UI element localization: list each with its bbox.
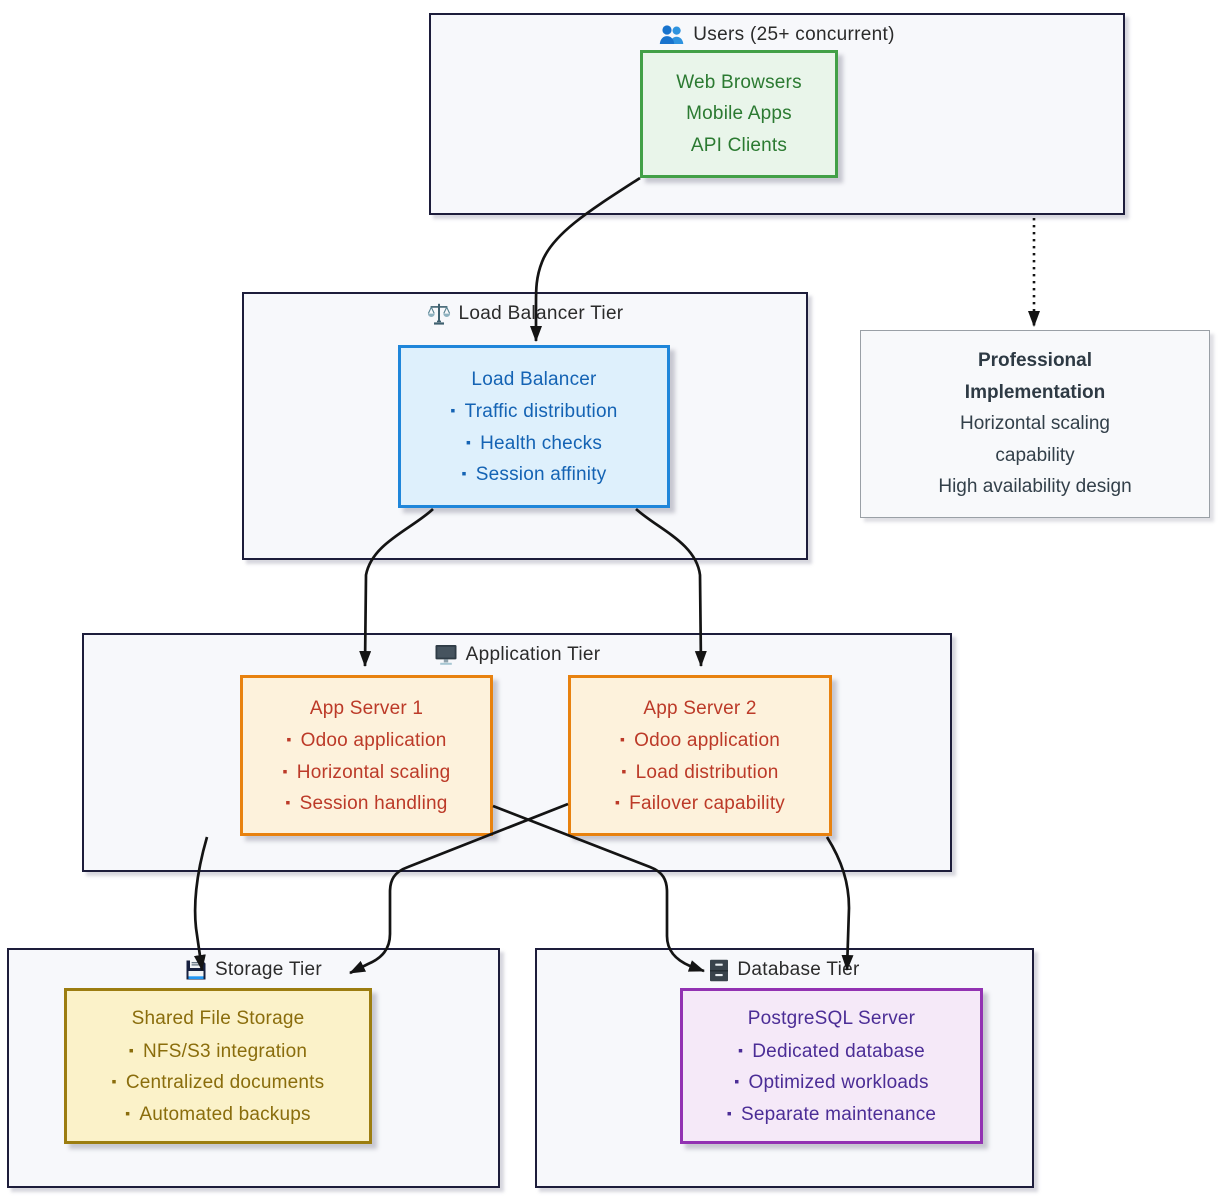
storage-tier-label: Storage Tier [214, 959, 323, 980]
app-server-1-node: App Server 1 ▪Odoo application ▪Horizont… [240, 675, 493, 836]
note-line-1: Professional [977, 350, 1093, 372]
application-tier-title: Application Tier [84, 642, 950, 668]
app-server-2-bullet-1-text: Odoo application [634, 730, 780, 751]
storage-bullet-2: ▪ Centralized documents [67, 1066, 369, 1098]
load-balancer-tier-title: Load Balancer Tier [244, 301, 806, 327]
db-bullet-2-text: Optimized workloads [748, 1072, 929, 1093]
db-bullet-2: ▪ Optimized workloads [683, 1066, 980, 1098]
app-server-1-title: App Server 1 [309, 697, 424, 719]
app-server-1-bullet-2-text: Horizontal scaling [296, 761, 451, 783]
load-balancer-node-title: Load Balancer [471, 368, 597, 390]
app-server-2-bullet-1: ▪ Odoo application [571, 724, 829, 756]
floppy-disk-icon [186, 960, 206, 980]
postgresql-server-node: PostgreSQL Server ▪Dedicated database ▪O… [680, 988, 983, 1144]
clients-line-1: Web Browsers [676, 71, 802, 93]
app-server-2-bullet-2-text: Load distribution [635, 761, 779, 783]
clients-line-2: Mobile Apps [686, 103, 792, 125]
load-balancer-tier-label: Load Balancer Tier [458, 303, 624, 324]
bullet-marker: ▪ [128, 1041, 135, 1058]
app-server-2-bullet-3-text: Failover capability [629, 793, 786, 814]
app-server-1-bullet-3: ▪ Session handling [243, 787, 490, 819]
app-server-2-bullet-2: ▪ Load distribution [571, 756, 829, 788]
bullet-marker: ▪ [734, 1073, 740, 1089]
bullet-marker: ▪ [285, 794, 291, 810]
bullet-marker: ▪ [461, 465, 467, 481]
bullet-marker: ▪ [125, 1104, 131, 1121]
bullet-marker: ▪ [726, 1104, 732, 1121]
clients-line-3: API Clients [690, 134, 788, 156]
application-tier-label: Application Tier [465, 644, 601, 665]
bullet-marker: ▪ [450, 402, 456, 418]
clients-node: Web Browsers Mobile Apps API Clients [640, 50, 838, 178]
shared-file-storage-node: Shared File Storage ▪NFS/S3 integration … [64, 988, 372, 1144]
load-balancer-bullet-2: ▪ Health checks [401, 427, 667, 459]
bullet-marker: ▪ [614, 794, 621, 810]
users-icon [660, 25, 684, 44]
note-line-3: Horizontal scaling [960, 413, 1110, 435]
load-balancer-bullet-2-text: Health checks [480, 432, 603, 454]
app-server-1-bullet-1-text: Odoo application [300, 730, 447, 751]
bullet-marker: ▪ [620, 731, 626, 747]
note-line-2: Implementation [964, 381, 1106, 403]
app-server-1-bullet-1: ▪ Odoo application [243, 724, 490, 756]
bullet-marker: ▪ [621, 762, 627, 779]
bullet-marker: ▪ [282, 762, 288, 779]
load-balancer-bullet-3: ▪ Session affinity [401, 458, 667, 490]
db-node-title: PostgreSQL Server [747, 1008, 916, 1029]
bullet-marker: ▪ [111, 1073, 117, 1089]
note-line-5: High availability design [938, 476, 1132, 498]
users-tier-title: Users (25+ concurrent) [431, 22, 1123, 48]
storage-bullet-1: ▪ NFS/S3 integration [67, 1035, 369, 1067]
monitor-icon [435, 645, 457, 665]
app-server-2-title: App Server 2 [643, 697, 757, 719]
app-server-2-bullet-3: ▪ Failover capability [571, 787, 829, 819]
note-line-4: capability [995, 444, 1075, 466]
bullet-marker: ▪ [465, 433, 472, 450]
app-server-1-bullet-3-text: Session handling [299, 793, 448, 814]
storage-bullet-2-text: Centralized documents [125, 1072, 325, 1093]
db-bullet-3: ▪ Separate maintenance [683, 1098, 980, 1130]
users-tier-label: Users (25+ concurrent) [693, 24, 895, 45]
storage-bullet-3: ▪ Automated backups [67, 1098, 369, 1130]
storage-node-title: Shared File Storage [131, 1008, 305, 1029]
bullet-marker: ▪ [286, 731, 292, 747]
db-bullet-3-text: Separate maintenance [740, 1103, 937, 1125]
db-bullet-1: ▪ Dedicated database [683, 1035, 980, 1067]
implementation-note: Professional Implementation Horizontal s… [860, 330, 1210, 518]
database-tier-label: Database Tier [737, 959, 860, 980]
load-balancer-bullet-1: ▪ Traffic distribution [401, 395, 667, 427]
bullet-marker: ▪ [738, 1041, 744, 1058]
storage-bullet-3-text: Automated backups [139, 1103, 311, 1125]
load-balancer-node: Load Balancer ▪ Traffic distribution ▪ Hea… [398, 345, 670, 508]
storage-tier-title: Storage Tier [9, 957, 498, 983]
app-server-1-bullet-2: ▪ Horizontal scaling [243, 756, 490, 788]
load-balancer-bullet-1-text: Traffic distribution [464, 401, 618, 422]
scales-icon [427, 303, 450, 325]
db-bullet-1-text: Dedicated database [752, 1040, 925, 1062]
app-server-2-node: App Server 2 ▪ Odoo application ▪ Load dis… [568, 675, 832, 836]
storage-bullet-1-text: NFS/S3 integration [143, 1040, 308, 1062]
database-tier-title: Database Tier [537, 957, 1032, 983]
file-cabinet-icon [710, 959, 729, 981]
load-balancer-bullet-3-text: Session affinity [475, 464, 607, 485]
